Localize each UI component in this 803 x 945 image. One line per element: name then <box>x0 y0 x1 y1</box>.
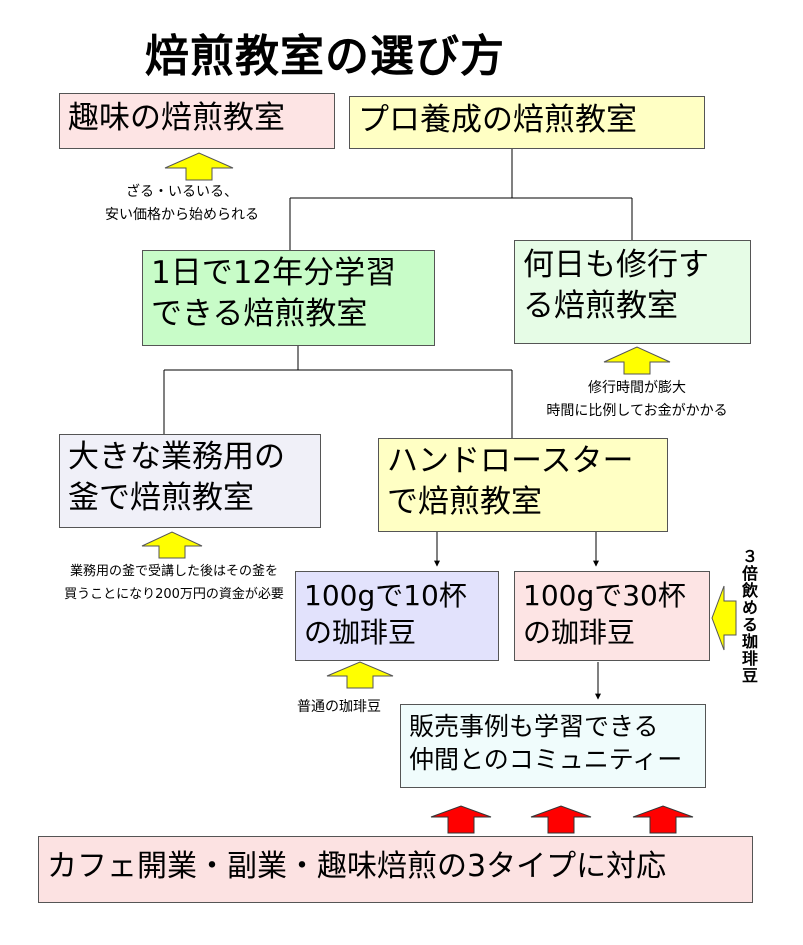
hand-roaster-class-line1: ハンドロースター <box>387 443 634 479</box>
many-days-class-line1: 何日も修行す <box>523 247 709 283</box>
cups10-note: 普通の珈琲豆 <box>284 696 394 719</box>
cups30-beans-line2: の珈琲豆 <box>523 615 636 649</box>
pro-training-class-label: プロ養成の焙煎教室 <box>358 102 637 138</box>
hobby-note: ざる・いるいる、 安い価格から始められる <box>86 181 278 227</box>
cups10-beans-line2: の珈琲豆 <box>304 615 417 649</box>
cups30-beans-box: 100gで30杯 の珈琲豆 <box>514 571 710 661</box>
twelve-years-class-box: 1日で12年分学習 できる焙煎教室 <box>142 250 435 346</box>
red-up-arrow-1 <box>430 805 492 834</box>
hobby-roasting-class-box: 趣味の焙煎教室 <box>59 93 335 149</box>
large-pot-note-line2: 買うことになり200万円の資金が必要 <box>64 586 284 602</box>
community-line2: 仲間とのコミュニティー <box>409 745 683 774</box>
yellow-up-arrow-cups10 <box>326 661 394 689</box>
cups10-beans-line1: 100gで10杯 <box>304 579 467 612</box>
many-days-class-box: 何日も修行す る焙煎教室 <box>514 240 751 344</box>
page-title: 焙煎教室の選び方 <box>145 31 505 82</box>
large-pot-class-line2: 釜で焙煎教室 <box>68 479 254 516</box>
large-pot-note-line1: 業務用の釜で受講した後はその釜を <box>69 564 278 579</box>
cups30-beans-line1: 100gで30杯 <box>523 579 686 612</box>
three-types-label: カフェ開業・副業・趣味焙煎の3タイプに対応 <box>47 849 667 884</box>
pro-training-class-box: プロ養成の焙煎教室 <box>349 96 705 149</box>
cups10-note-text: 普通の珈琲豆 <box>297 699 381 715</box>
yellow-up-arrow-many-days <box>603 346 671 375</box>
cups30-vertical-note: ３倍飲める珈琲豆 <box>739 548 758 684</box>
large-pot-class-box: 大きな業務用の 釜で焙煎教室 <box>59 434 321 528</box>
red-up-arrow-3 <box>632 805 694 834</box>
large-pot-note: 業務用の釜で受講した後はその釜を 買うことになり200万円の資金が必要 <box>52 561 296 607</box>
tree-lines <box>163 148 633 438</box>
many-days-class-line2: る焙煎教室 <box>523 287 678 324</box>
cups10-beans-box: 100gで10杯 の珈琲豆 <box>295 571 499 661</box>
hand-roaster-class-box: ハンドロースター で焙煎教室 <box>378 438 668 532</box>
many-days-note: 修行時間が膨大 時間に比例してお金がかかる <box>534 377 740 423</box>
yellow-left-arrow-cups30 <box>711 585 737 651</box>
twelve-years-class-line2: できる焙煎教室 <box>151 295 368 332</box>
community-box: 販売事例も学習できる 仲間とのコミュニティー <box>400 704 706 788</box>
large-pot-class-line1: 大きな業務用の <box>68 439 285 475</box>
hobby-note-line1: ざる・いるいる、 <box>126 184 238 200</box>
hobby-roasting-class-label: 趣味の焙煎教室 <box>68 100 285 136</box>
red-up-arrow-2 <box>530 805 592 834</box>
twelve-years-class-line1: 1日で12年分学習 <box>151 255 397 291</box>
hobby-note-line2: 安い価格から始められる <box>105 207 259 224</box>
yellow-up-arrow-hobby <box>164 152 234 181</box>
many-days-note-line1: 修行時間が膨大 <box>588 380 686 396</box>
many-days-note-line2: 時間に比例してお金がかかる <box>546 403 728 420</box>
hand-roaster-class-line2: で焙煎教室 <box>387 483 542 520</box>
yellow-up-arrow-large-pot <box>141 531 203 559</box>
community-line1: 販売事例も学習できる <box>409 712 659 741</box>
three-types-box: カフェ開業・副業・趣味焙煎の3タイプに対応 <box>38 836 753 903</box>
